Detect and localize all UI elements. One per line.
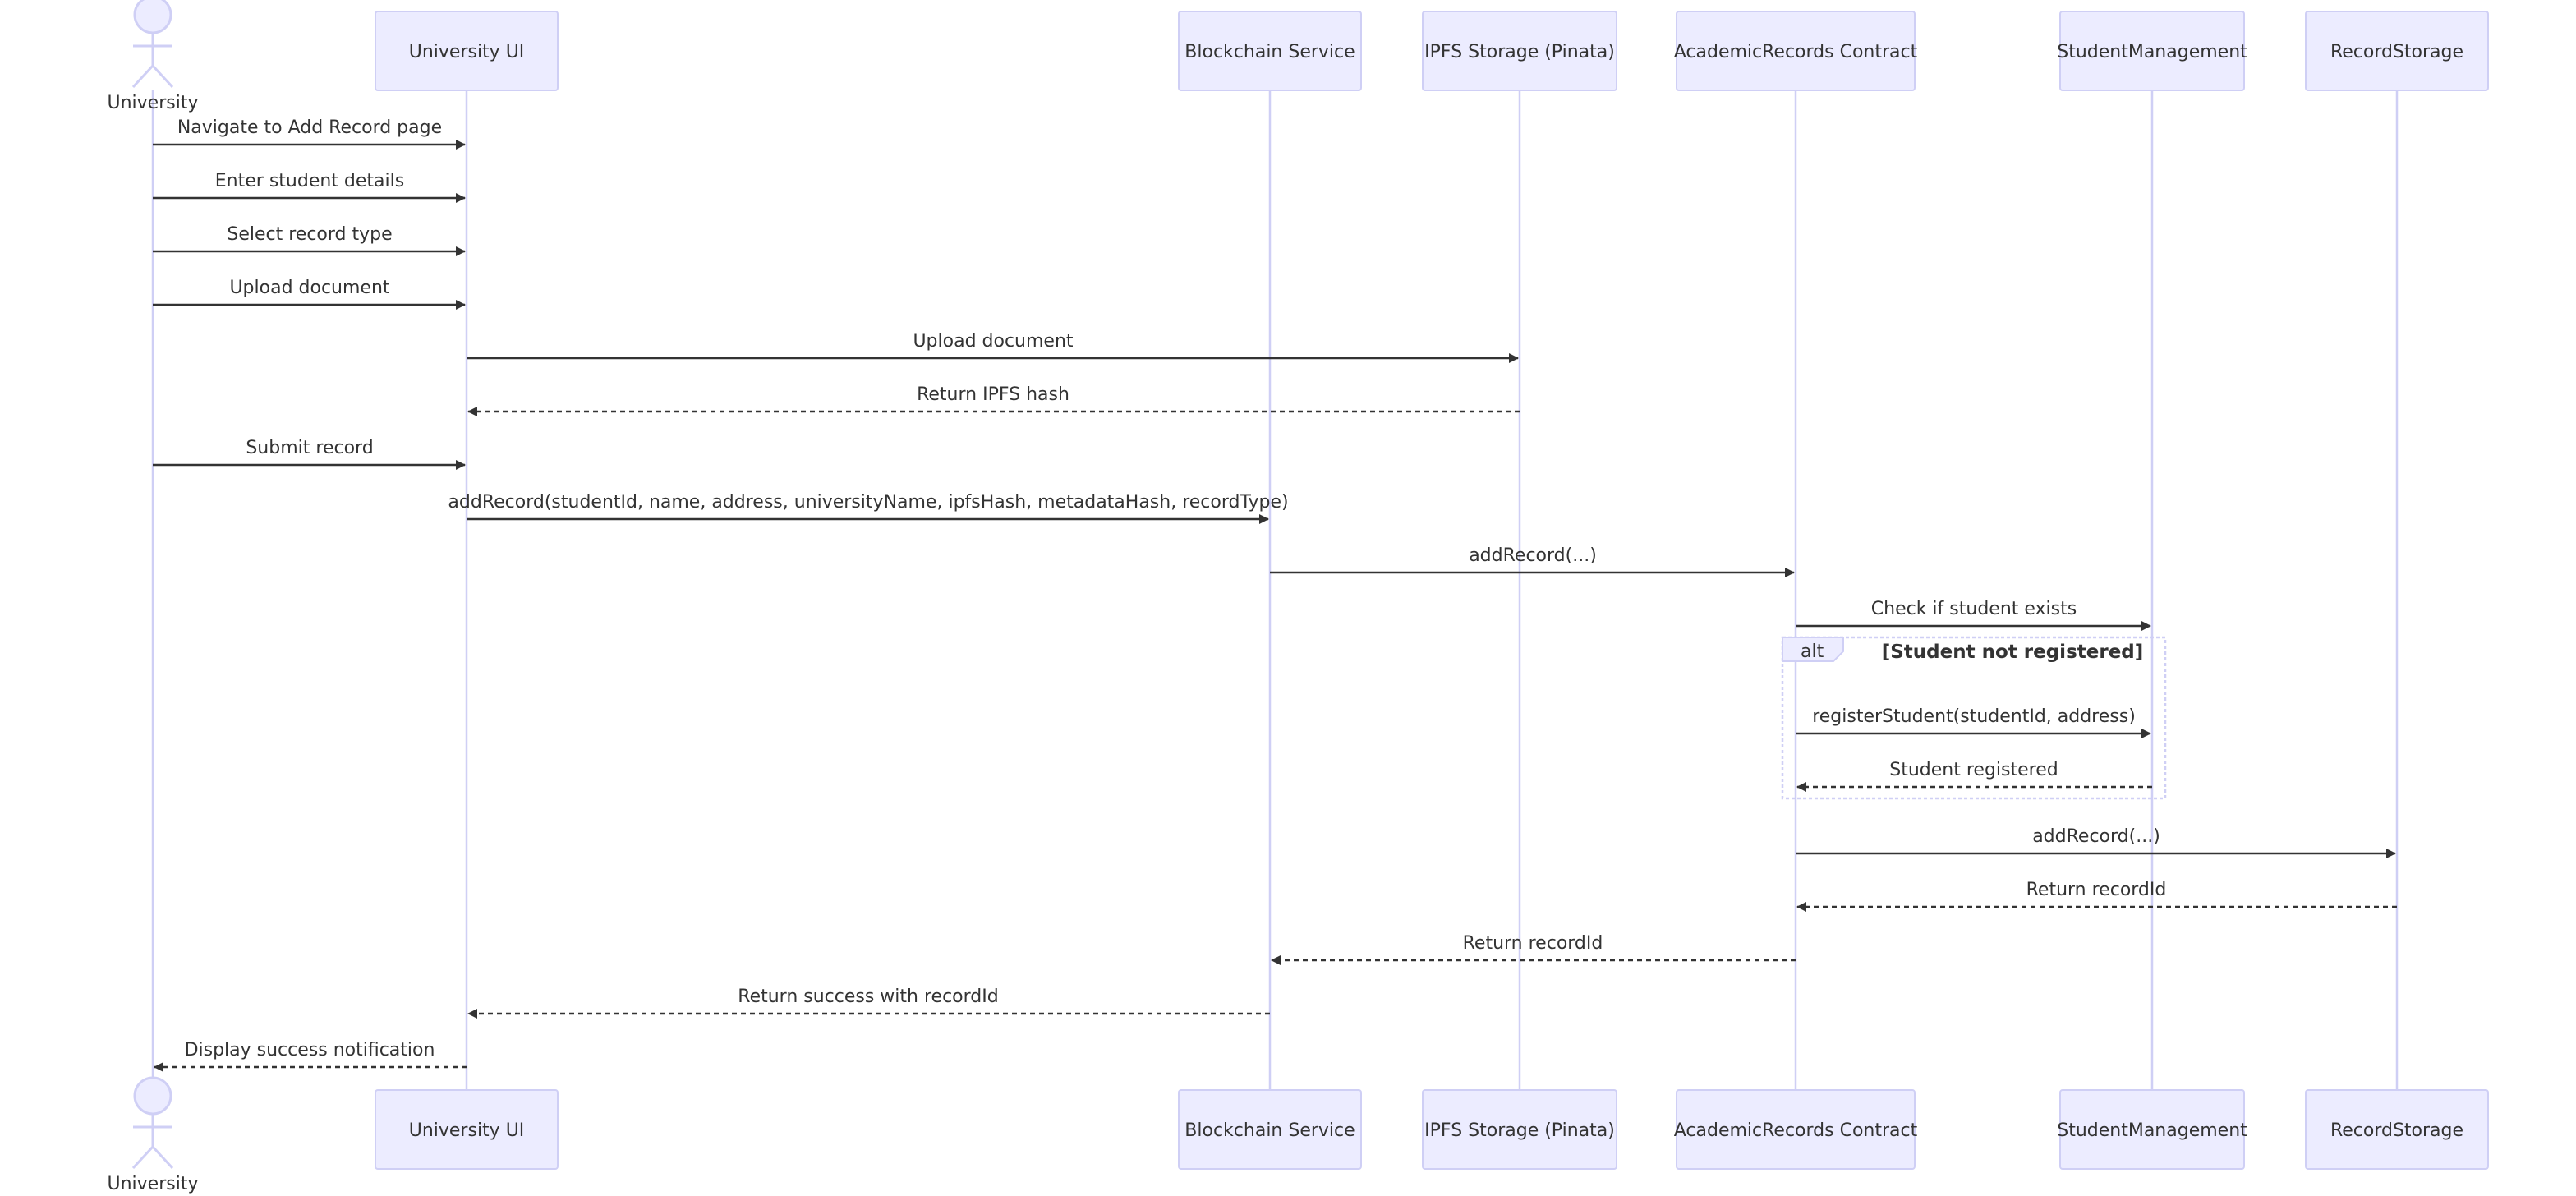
- participant-label: RecordStorage: [2330, 42, 2463, 62]
- message-label: Display success notification: [185, 1040, 435, 1060]
- message-1: Navigate to Add Record page: [153, 117, 466, 150]
- participant-arc-top: AcademicRecords Contract: [1674, 11, 1918, 91]
- actor-left-leg: [131, 64, 154, 89]
- participant-label: University UI: [409, 42, 525, 62]
- participant-sm-top: StudentManagement: [2057, 11, 2247, 91]
- message-7: Submit record: [153, 438, 466, 470]
- participant-box: [375, 1089, 559, 1170]
- message-label: addRecord(studentId, name, address, univ…: [448, 492, 1288, 513]
- message-label: Return recordId: [1463, 933, 1603, 954]
- message-label: registerStudent(studentId, address): [1812, 706, 2136, 727]
- message-label: Navigate to Add Record page: [177, 117, 442, 138]
- message-6: Return IPFS hash: [467, 384, 1520, 416]
- message-label: addRecord(...): [2032, 826, 2160, 847]
- message-label: Select record type: [227, 224, 392, 245]
- message-label: Upload document: [229, 278, 389, 298]
- participant-label: IPFS Storage (Pinata): [1424, 1120, 1615, 1141]
- participant-ui-top: University UI: [375, 11, 559, 91]
- participant-label: AcademicRecords Contract: [1674, 42, 1918, 62]
- participant-univ-bottom: University: [108, 1076, 199, 1194]
- participants-bottom: University University UI Blockchain Servic…: [108, 1076, 2489, 1194]
- participant-label: University UI: [409, 1120, 525, 1141]
- message-label: Return success with recordId: [738, 987, 998, 1007]
- participant-ipfs-top: IPFS Storage (Pinata): [1422, 11, 1617, 91]
- actor-head: [133, 1076, 172, 1116]
- message-4: Upload document: [153, 278, 466, 310]
- participant-bc-top: Blockchain Service: [1178, 11, 1362, 91]
- participant-box: [1422, 11, 1617, 91]
- message-12: Student registered: [1796, 760, 2152, 792]
- participant-rs-bottom: RecordStorage: [2305, 1089, 2489, 1170]
- participant-label: StudentManagement: [2057, 42, 2247, 62]
- actor-right-leg: [151, 64, 174, 89]
- participant-label: StudentManagement: [2057, 1120, 2247, 1141]
- alt-fragment: alt [Student not registered]: [1781, 636, 2167, 800]
- message-label: Student registered: [1889, 760, 2058, 780]
- participant-label: IPFS Storage (Pinata): [1424, 42, 1615, 62]
- participant-box: [375, 11, 559, 91]
- actor-right-leg: [151, 1145, 174, 1170]
- alt-condition: [Student not registered]: [1882, 642, 2144, 663]
- message-3: Select record type: [153, 224, 466, 256]
- participant-box: [2305, 1089, 2489, 1170]
- participant-ipfs-bottom: IPFS Storage (Pinata): [1422, 1089, 1617, 1170]
- participant-label: RecordStorage: [2330, 1120, 2463, 1141]
- actor-head: [133, 0, 172, 34]
- actor-label: University: [108, 93, 199, 113]
- message-10: Check if student exists: [1796, 599, 2151, 631]
- message-15: Return recordId: [1271, 933, 1796, 965]
- participant-box: [1676, 11, 1916, 91]
- message-2: Enter student details: [153, 171, 466, 203]
- message-11: registerStudent(studentId, address): [1796, 706, 2151, 738]
- participant-box: [1178, 1089, 1362, 1170]
- participants-top: University University UI Blockchain Servic…: [108, 0, 2489, 113]
- message-label: Return IPFS hash: [917, 384, 1070, 405]
- message-5: Upload document: [467, 331, 1519, 363]
- participant-box: [2059, 11, 2245, 91]
- participant-ui-bottom: University UI: [375, 1089, 559, 1170]
- message-17: Display success notification: [154, 1040, 467, 1072]
- message-label: Return recordId: [2026, 880, 2167, 900]
- participant-label: AcademicRecords Contract: [1674, 1120, 1918, 1141]
- message-9: addRecord(...): [1270, 545, 1795, 577]
- lifelines: [151, 90, 2399, 1090]
- message-8: addRecord(studentId, name, address, univ…: [448, 492, 1289, 524]
- message-label: Check if student exists: [1871, 599, 2077, 619]
- participant-box: [2059, 1089, 2245, 1170]
- participant-box: [1676, 1089, 1916, 1170]
- message-label: Upload document: [913, 331, 1073, 352]
- message-label: Enter student details: [215, 171, 404, 191]
- actor-label: University: [108, 1174, 199, 1194]
- participant-univ-top: University: [108, 0, 199, 113]
- participant-arc-bottom: AcademicRecords Contract: [1674, 1089, 1918, 1170]
- participant-sm-bottom: StudentManagement: [2057, 1089, 2247, 1170]
- message-label: addRecord(...): [1469, 545, 1597, 566]
- alt-tab: [1782, 637, 1844, 662]
- participant-bc-bottom: Blockchain Service: [1178, 1089, 1362, 1170]
- participant-box: [1178, 11, 1362, 91]
- message-label: Submit record: [246, 438, 373, 458]
- actor-left-leg: [131, 1145, 154, 1170]
- message-14: Return recordId: [1796, 880, 2397, 912]
- participant-label: Blockchain Service: [1184, 1120, 1355, 1141]
- participant-label: Blockchain Service: [1184, 42, 1355, 62]
- participant-box: [1422, 1089, 1617, 1170]
- message-16: Return success with recordId: [467, 987, 1270, 1019]
- alt-frame: [1781, 636, 2167, 800]
- alt-keyword: alt: [1801, 642, 1824, 662]
- message-13: addRecord(...): [1796, 826, 2396, 858]
- participant-rs-top: RecordStorage: [2305, 11, 2489, 91]
- participant-box: [2305, 11, 2489, 91]
